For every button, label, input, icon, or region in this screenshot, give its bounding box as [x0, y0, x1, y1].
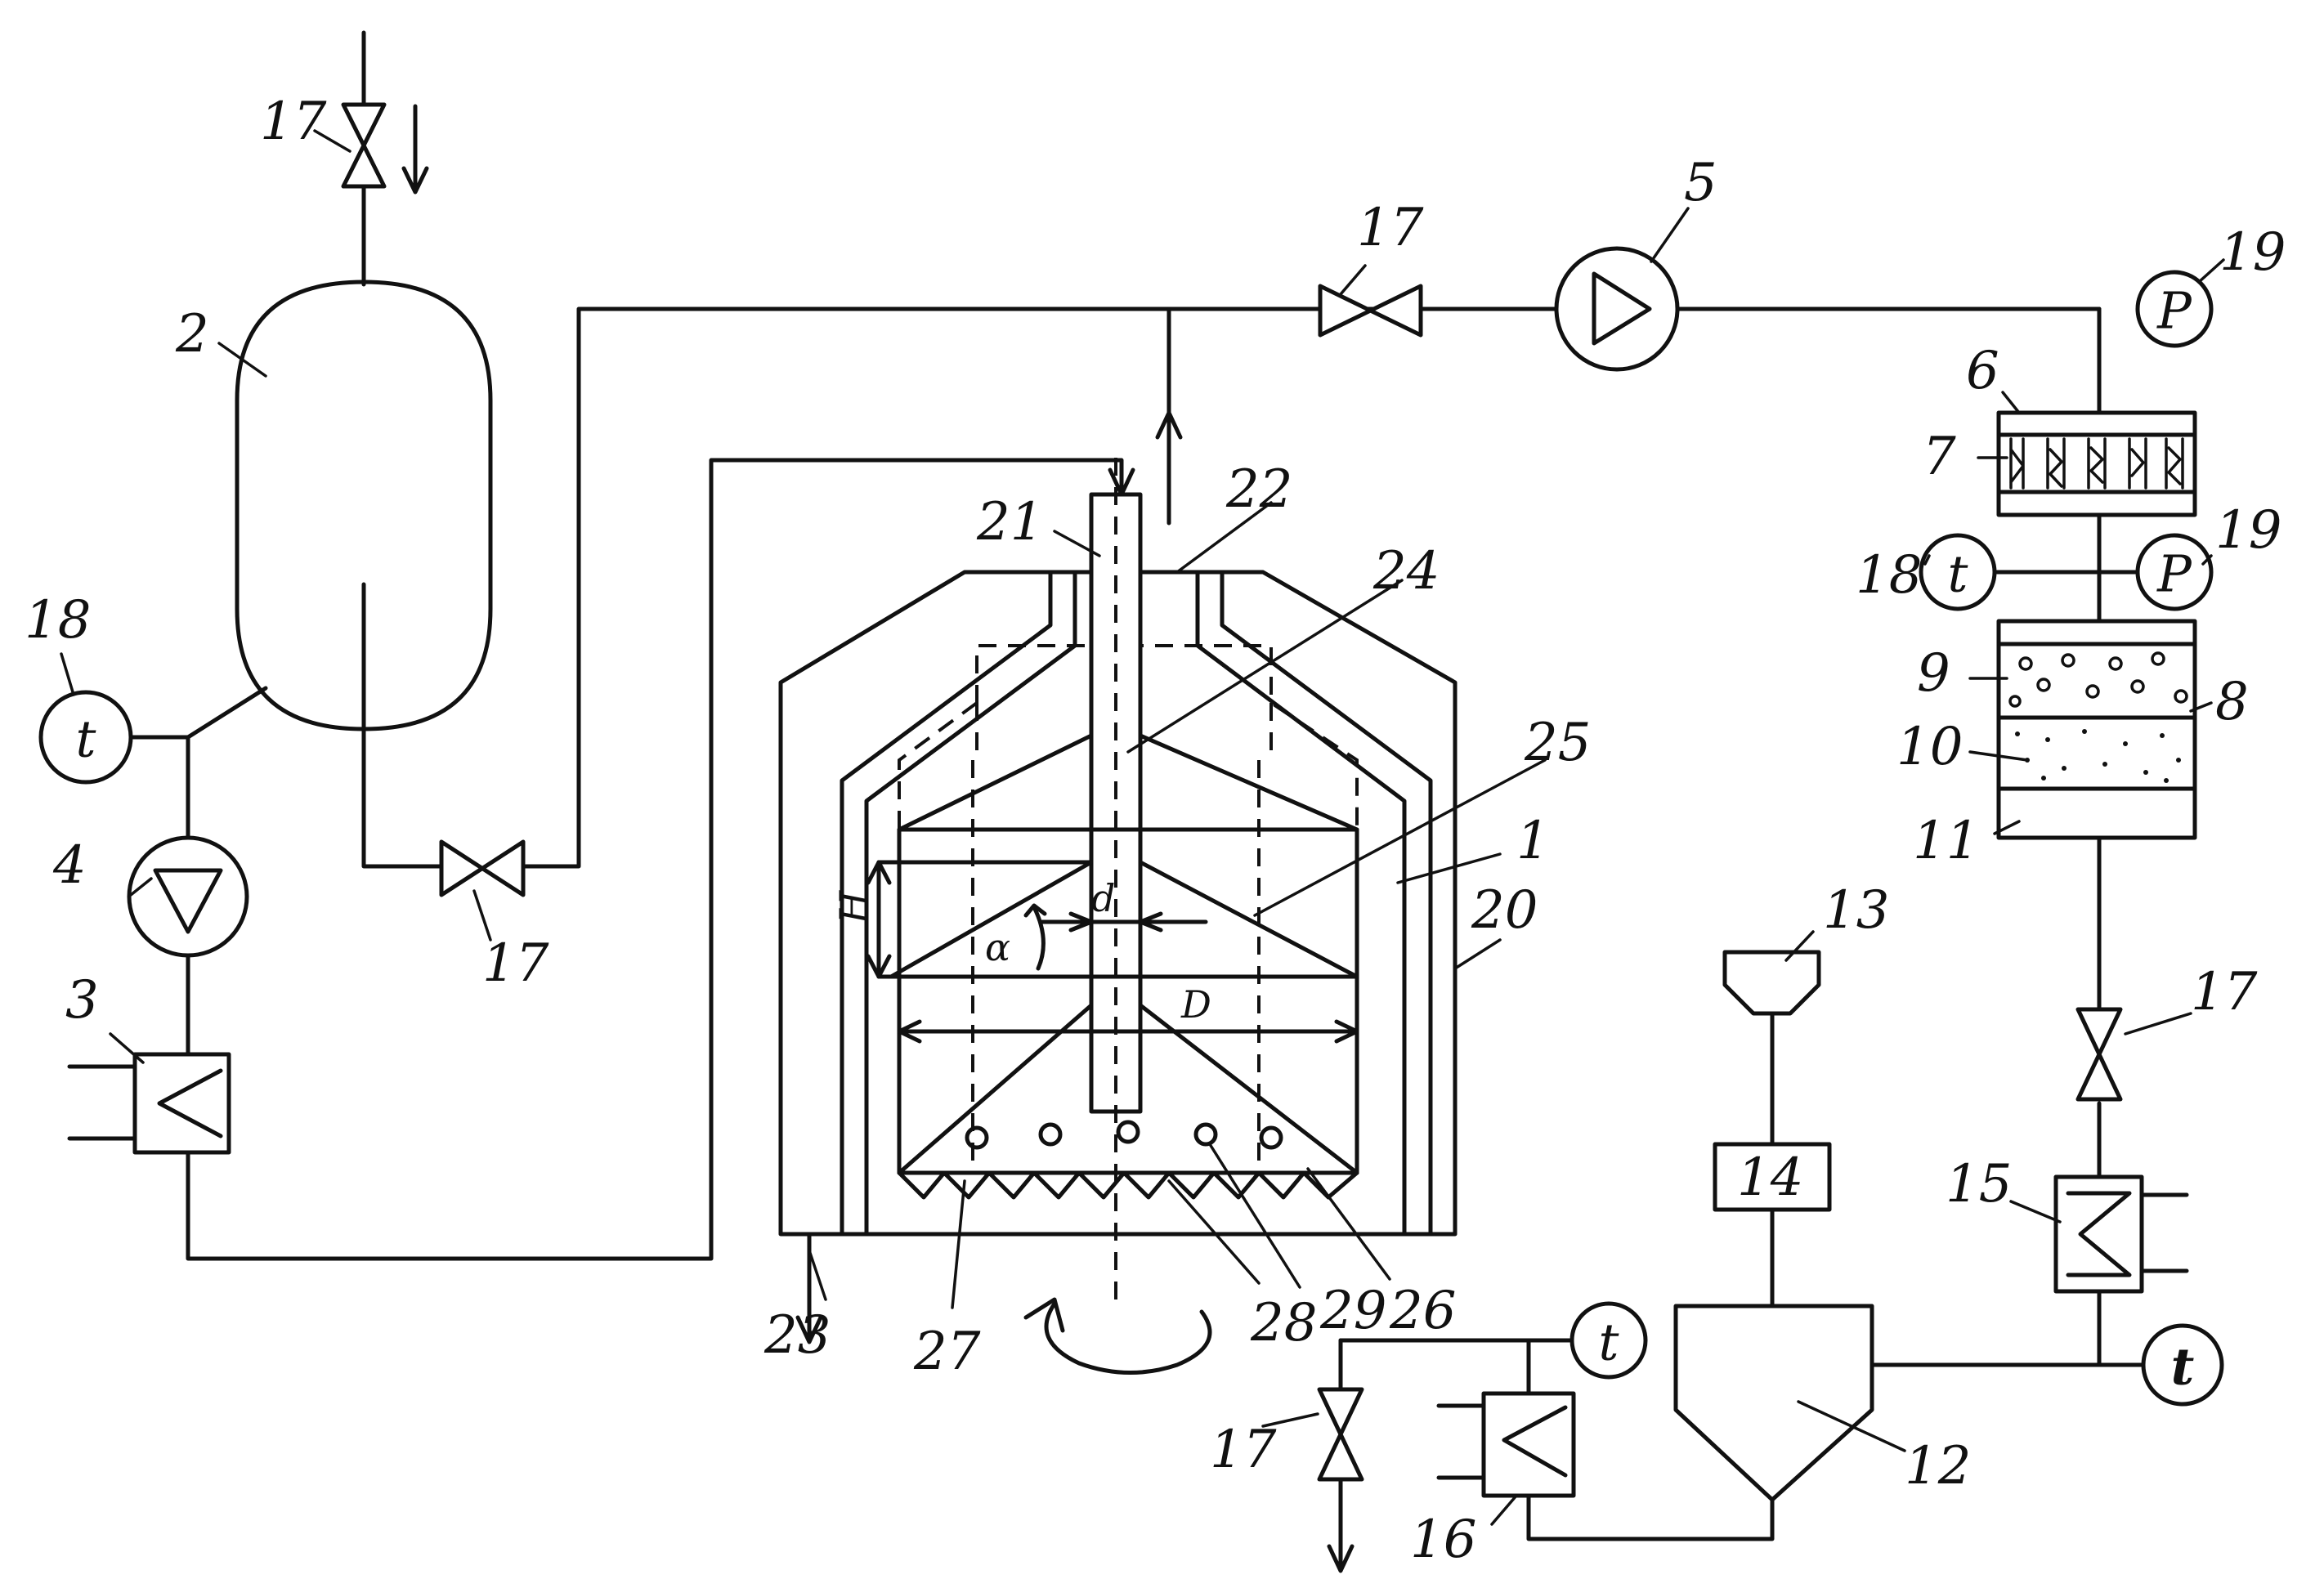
label-14: 14 [1737, 1147, 1803, 1208]
packed-bed [1999, 621, 2195, 838]
label-21: 21 [976, 492, 1043, 552]
label-15: 15 [1946, 1154, 2012, 1214]
heat-exchanger-icon [69, 1054, 229, 1152]
valve-icon [441, 842, 523, 895]
dimension-H: H [831, 890, 875, 924]
valve-icon [343, 105, 384, 186]
filter-element [2011, 439, 2183, 488]
label-19-mid: 19 [2215, 500, 2281, 561]
label-16: 16 [1410, 1510, 1476, 1570]
hopper [1725, 952, 1819, 1013]
valve-icon [1320, 286, 1421, 335]
valve-icon [2078, 1009, 2120, 1099]
label-23: 23 [763, 1305, 831, 1366]
gauge-icon: t [41, 692, 131, 782]
gauge-icon: t [1572, 1304, 1646, 1377]
dimension-D: D [1180, 982, 1211, 1027]
label-11: 11 [1913, 811, 1979, 871]
pump-icon [1556, 248, 1677, 369]
label-20: 20 [1471, 880, 1538, 941]
label-19-top: 19 [2219, 222, 2286, 283]
gauge-icon: P [2138, 535, 2211, 609]
label-25: 25 [1524, 713, 1591, 773]
label-5: 5 [1684, 153, 1717, 213]
valve-icon [1319, 1389, 1362, 1479]
label-13: 13 [1823, 880, 1889, 941]
label-17-vessel: 17 [482, 933, 549, 994]
label-10: 10 [1896, 717, 1963, 777]
filter-unit [1999, 413, 2195, 515]
label-17-bottom: 17 [1210, 1420, 1277, 1480]
label-1: 1 [1516, 811, 1550, 871]
label-18-right: 18 [1856, 545, 1922, 606]
label-4: 4 [52, 835, 87, 896]
temperature-symbol: t [76, 709, 96, 769]
label-27: 27 [913, 1322, 981, 1382]
label-9: 9 [1917, 643, 1950, 704]
label-29: 29 [1319, 1281, 1386, 1341]
label-22: 22 [1225, 459, 1292, 520]
temperature-symbol: t [2171, 1337, 2195, 1397]
label-8: 8 [2215, 672, 2249, 732]
label-17-top: 17 [260, 92, 327, 152]
label-3: 3 [65, 970, 99, 1031]
dimension-alpha: α [985, 925, 1010, 969]
dimension-d: d [1091, 876, 1115, 920]
heat-exchanger-icon [2056, 1177, 2187, 1291]
label-12: 12 [1905, 1436, 1971, 1496]
gauge-icon: t [2143, 1326, 2222, 1404]
label-24: 24 [1372, 541, 1440, 602]
pressure-symbol: P [2156, 281, 2192, 341]
label-7: 7 [1923, 427, 1956, 487]
mixing-tank [1676, 1306, 1872, 1500]
pressure-symbol: P [2156, 544, 2192, 604]
label-18-left: 18 [25, 590, 91, 651]
pump-icon [129, 838, 247, 955]
gauge-icon: P [2138, 272, 2211, 346]
temperature-symbol: t [1948, 544, 1968, 604]
label-2: 2 [175, 304, 209, 365]
gauge-icon: t [1921, 535, 1995, 609]
label-26: 26 [1389, 1281, 1456, 1341]
label-28: 28 [1250, 1293, 1317, 1353]
temperature-symbol: t [1599, 1313, 1619, 1372]
centrifugal-apparatus [781, 458, 1455, 1373]
heat-exchanger-icon [1439, 1393, 1574, 1496]
label-17-right: 17 [2191, 962, 2258, 1022]
label-6: 6 [1966, 341, 1999, 401]
label-17-header: 17 [1357, 198, 1424, 258]
